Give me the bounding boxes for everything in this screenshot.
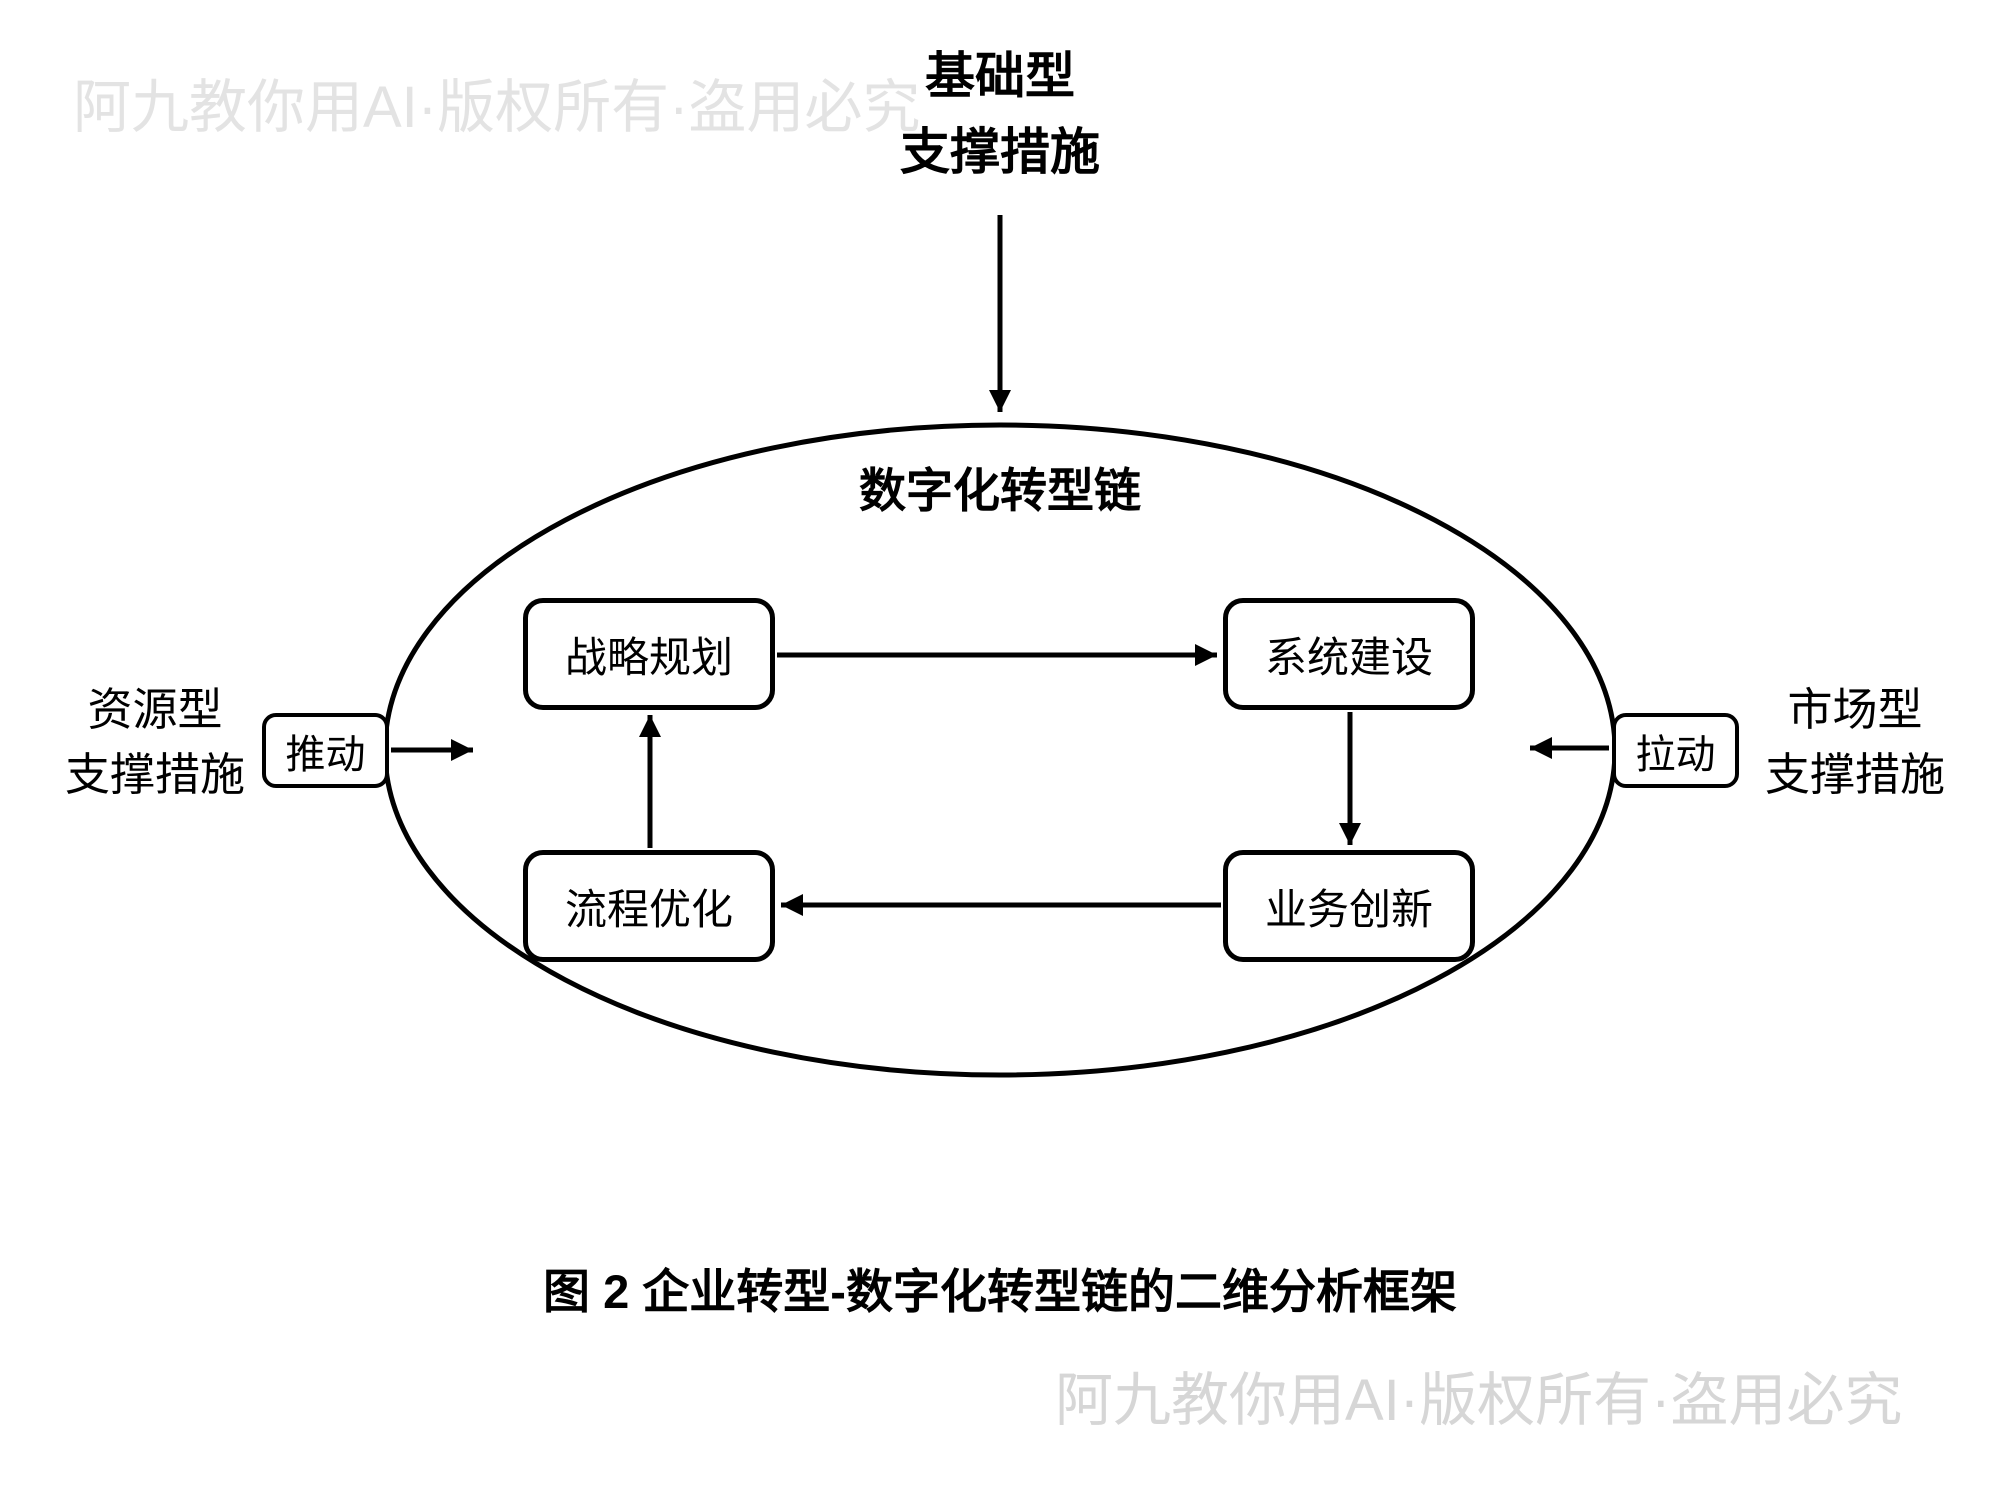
- top-support-line1: 基础型: [925, 48, 1075, 104]
- pull-action-box: 拉动: [1612, 713, 1739, 788]
- node-process-optimization-label: 流程优化: [564, 885, 733, 933]
- watermark-bottom: 阿九教你用AI·版权所有·盗用必究: [1055, 1368, 1903, 1433]
- node-process-optimization: 流程优化: [523, 850, 775, 962]
- right-support-line1: 市场型: [1787, 684, 1923, 735]
- watermark-top: 阿九教你用AI·版权所有·盗用必究: [73, 75, 921, 140]
- push-action-box: 推动: [262, 713, 389, 788]
- node-business-innovation-label: 业务创新: [1264, 885, 1433, 933]
- transformation-chain-title: 数字化转型链: [859, 464, 1141, 517]
- right-support-line2: 支撑措施: [1764, 749, 1945, 800]
- transformation-chain-ellipse: [382, 422, 1618, 1078]
- figure-caption: 图 2 企业转型-数字化转型链的二维分析框架: [543, 1265, 1457, 1318]
- node-system-construction-label: 系统建设: [1264, 633, 1433, 681]
- node-strategy-planning: 战略规划: [523, 598, 775, 710]
- node-business-innovation: 业务创新: [1223, 850, 1475, 962]
- node-strategy-planning-label: 战略规划: [564, 633, 733, 681]
- right-support-label: 市场型 支撑措施: [1760, 677, 1950, 807]
- left-support-line2: 支撑措施: [64, 749, 245, 800]
- left-support-label: 资源型 支撑措施: [57, 677, 253, 807]
- top-support-label: 基础型 支撑措施: [900, 38, 1100, 190]
- push-action-label: 推动: [285, 732, 366, 777]
- left-support-line1: 资源型: [87, 684, 223, 735]
- node-system-construction: 系统建设: [1223, 598, 1475, 710]
- pull-action-label: 拉动: [1635, 732, 1716, 777]
- top-support-line2: 支撑措施: [900, 124, 1100, 180]
